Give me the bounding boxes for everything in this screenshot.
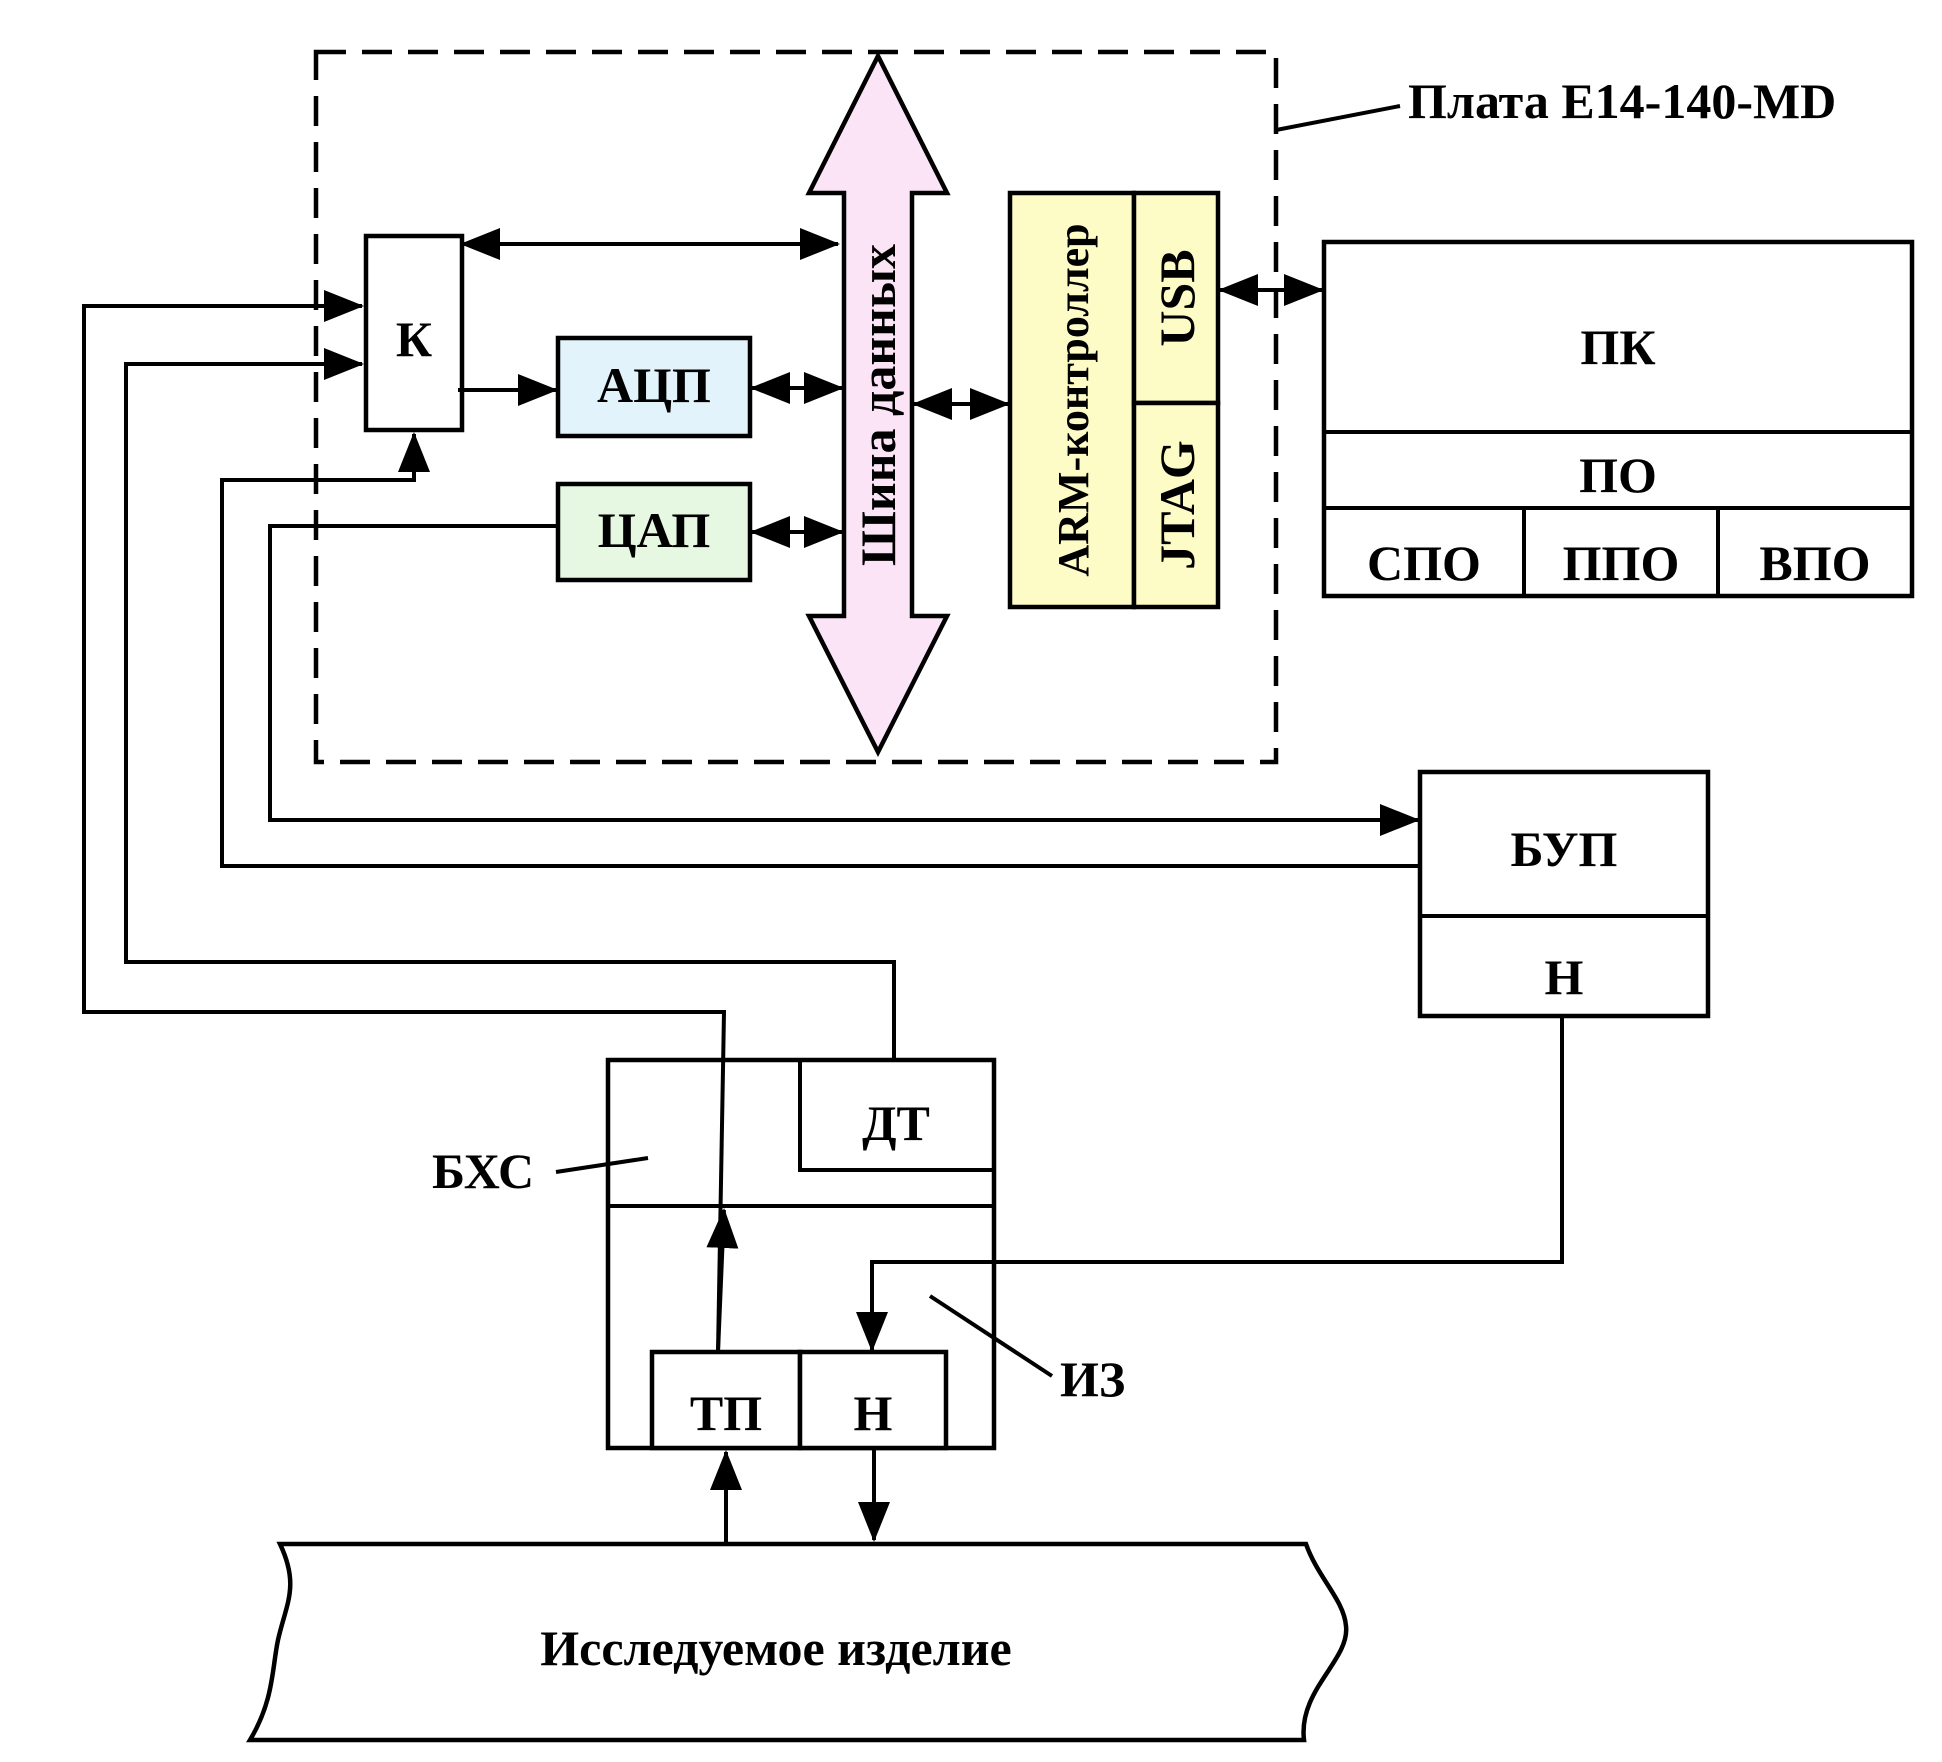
bup-h-label: Н bbox=[1545, 949, 1584, 1005]
spo-label: СПО bbox=[1367, 535, 1481, 591]
pc-block bbox=[1321, 239, 1915, 599]
dac-label: ЦАП bbox=[598, 502, 711, 558]
board-label: Плата E14-140-MD bbox=[1408, 73, 1836, 129]
jtag-label: JTAG bbox=[1149, 440, 1205, 570]
arm-controller-block bbox=[1007, 190, 1137, 610]
iz-label: ИЗ bbox=[1060, 1351, 1125, 1407]
product-label: Исследуемое изделие bbox=[540, 1620, 1011, 1676]
bup-label: БУП bbox=[1511, 821, 1618, 877]
product-block bbox=[246, 1541, 1349, 1743]
connections bbox=[82, 228, 1564, 1544]
data-bus-arrow bbox=[805, 50, 951, 757]
k-label: К bbox=[396, 311, 432, 367]
ppo-label: ППО bbox=[1563, 535, 1680, 591]
bup-block bbox=[1417, 769, 1711, 1019]
iz-leader-line bbox=[928, 1294, 1054, 1378]
tp-label: ТП bbox=[690, 1385, 762, 1441]
dac-block bbox=[555, 481, 753, 583]
k-block bbox=[363, 233, 465, 433]
data-bus-label: Шина данных bbox=[850, 244, 906, 566]
vpo-label: ВПО bbox=[1759, 535, 1870, 591]
usb-label: USB bbox=[1149, 249, 1205, 346]
arm-controller-label: ARM-контроллер bbox=[1049, 223, 1098, 576]
jtag-block bbox=[1131, 400, 1221, 610]
board-leader-line bbox=[1275, 104, 1401, 132]
board-boundary bbox=[313, 49, 1279, 765]
dt-label: ДТ bbox=[862, 1095, 930, 1151]
bxs-leader-line bbox=[555, 1156, 649, 1174]
adc-label: АЦП bbox=[597, 357, 711, 413]
pc-label: ПК bbox=[1580, 319, 1655, 375]
bxs-label: БХС bbox=[432, 1143, 534, 1199]
po-label: ПО bbox=[1579, 447, 1657, 503]
iz-h-label: Н bbox=[854, 1385, 893, 1441]
